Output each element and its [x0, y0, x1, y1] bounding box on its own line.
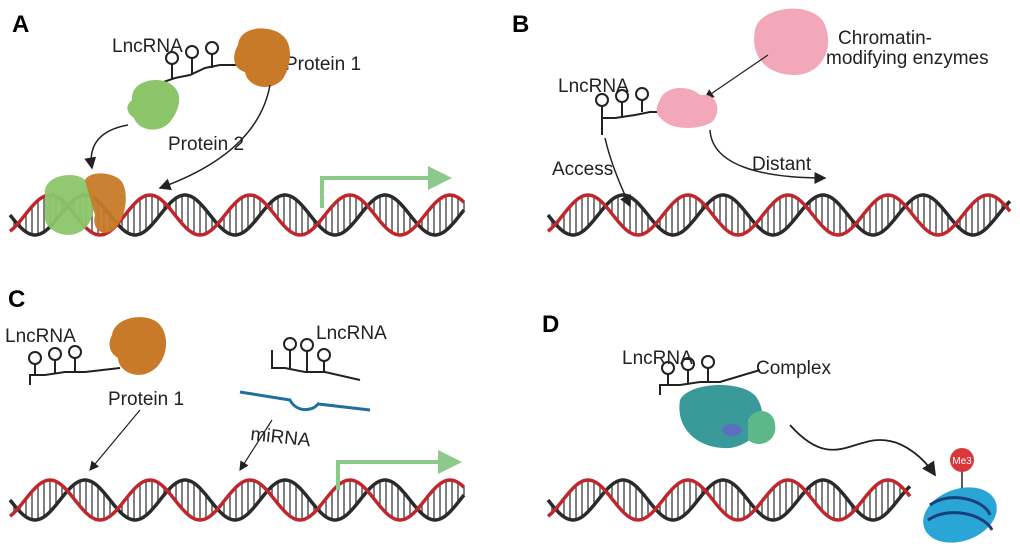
- panel-d-complex-label: Complex: [756, 358, 831, 379]
- protein1-blob: [109, 317, 167, 375]
- panel-b-lncrna-label: LncRNA: [558, 76, 629, 97]
- mirna-strand: [239, 390, 371, 412]
- arrow-mirna-to-dna: [239, 419, 273, 472]
- lncrna-hairpins: [595, 87, 665, 135]
- panel-c: C LncRNA Protein 1 LncRNA miRNA: [5, 286, 462, 490]
- dna-strand-black: [8, 478, 466, 522]
- chromatin-enzyme-blob: [754, 8, 829, 76]
- me3-label: Me3: [952, 456, 972, 467]
- protein2-blob: [127, 80, 180, 130]
- panel-b: B Chromatin- modifying enzymes LncRNA Ac…: [512, 8, 989, 208]
- lncrna1-hairpins: [28, 345, 121, 385]
- dna-helix-c: [8, 478, 466, 522]
- panel-b-access-label: Access: [552, 159, 613, 180]
- arrow-distant: [709, 129, 827, 184]
- arrow-protein1-to-dna: [89, 409, 141, 471]
- transcription-arrow: [336, 450, 462, 490]
- dna-strand-black: [546, 478, 912, 522]
- arrow-protein1-to-dna: [158, 84, 271, 191]
- panel-a: A LncRNA Protein 1 Protein 2: [12, 11, 452, 235]
- lncrna-hairpins: [154, 41, 265, 86]
- dna-helix-d: [546, 478, 912, 522]
- panel-c-lncrna1-label: LncRNA: [5, 326, 76, 347]
- panel-a-protein1-label: Protein 1: [285, 54, 361, 75]
- transcription-arrow: [320, 166, 452, 208]
- arrow-protein2-to-dna: [84, 124, 129, 170]
- panel-c-protein1-label: Protein 1: [108, 389, 184, 410]
- complex-subunit-blob: [748, 410, 776, 445]
- panel-a-protein2-label: Protein 2: [168, 134, 244, 155]
- dna-strand-red: [8, 478, 466, 522]
- complex-blob: [679, 385, 763, 449]
- protein1-bound-blob: [85, 173, 126, 233]
- dna-strand-red: [546, 478, 912, 522]
- panel-d-lncrna-label: LncRNA: [622, 348, 693, 369]
- arrow-enzyme-to-lncrna: [704, 54, 769, 99]
- panel-b-letter: B: [512, 11, 529, 38]
- lncrna-hairpins: [659, 355, 761, 395]
- arrow-complex-to-nucleosome: [789, 424, 936, 477]
- protein1-blob: [234, 28, 290, 87]
- panel-c-mirna-label: miRNA: [249, 424, 311, 451]
- panel-b-enzymes-line2: modifying enzymes: [826, 48, 989, 69]
- complex-subunit-blue: [722, 424, 742, 436]
- panel-c-lncrna2-label: LncRNA: [316, 323, 387, 344]
- bound-enzyme-blob: [656, 88, 718, 128]
- panel-c-letter: C: [8, 286, 25, 313]
- arrow-access: [604, 137, 631, 208]
- protein2-bound-blob: [44, 175, 95, 235]
- dna-strand-red: [546, 193, 1012, 237]
- panel-d-letter: D: [542, 311, 559, 338]
- lncrna2-hairpins: [271, 337, 361, 381]
- nucleosome: [923, 470, 997, 543]
- panel-b-enzymes-line1: Chromatin-: [838, 28, 932, 49]
- dna-layer: [8, 193, 1012, 522]
- panel-b-distant-label: Distant: [752, 154, 812, 175]
- me3-mark: [950, 448, 974, 472]
- panel-a-letter: A: [12, 11, 29, 38]
- dna-helix-b: [546, 193, 1012, 237]
- panel-a-lncrna-label: LncRNA: [112, 36, 183, 57]
- panel-d: D LncRNA Complex Me3: [542, 311, 997, 543]
